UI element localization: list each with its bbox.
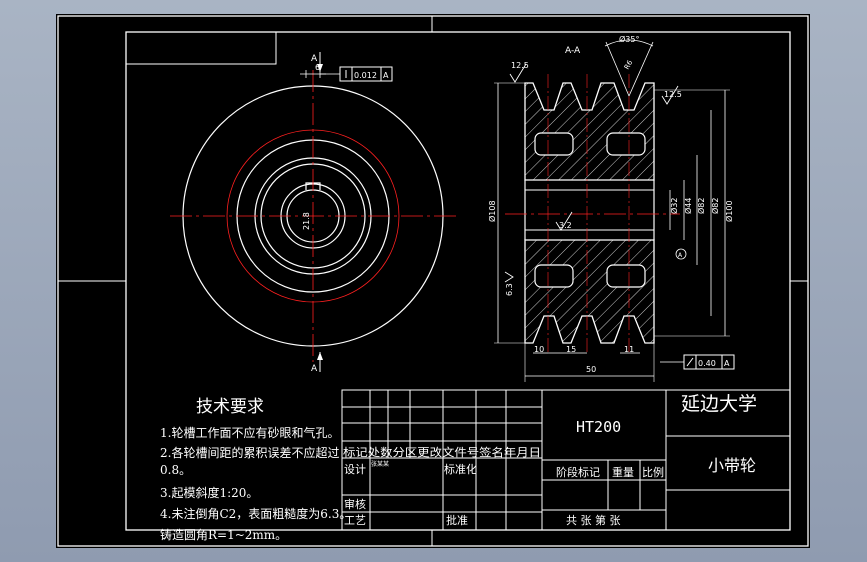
front-view: A A 6 21.8 0.012 A xyxy=(170,52,456,374)
scale-label: 比例 xyxy=(642,465,664,479)
section-arrow-top xyxy=(317,64,323,72)
groove-angle-label: Ø35° xyxy=(619,34,639,44)
section-mark-top: A xyxy=(311,54,318,64)
title-block xyxy=(341,389,791,531)
requirement-6: 铸造圆角R=1~2mm。 xyxy=(160,527,287,542)
roughness-label-4: 6.3 xyxy=(505,283,514,296)
d1-label: Ø32 xyxy=(669,198,679,214)
key-width-label: 6 xyxy=(315,63,320,72)
fillet-label: R6 xyxy=(623,58,635,71)
roughness-label-3: 3.2 xyxy=(559,221,572,230)
outer-diameter-label: Ø108 xyxy=(487,200,497,222)
design-label: 设计 xyxy=(344,463,366,476)
datum-circle xyxy=(675,248,687,260)
code-box xyxy=(125,31,277,65)
datum-letter: A xyxy=(678,252,683,259)
groove-gap-label: 11 xyxy=(624,345,634,354)
section-upper xyxy=(524,82,655,181)
d5-label: Ø100 xyxy=(724,200,734,222)
roughness-symbol-4 xyxy=(504,271,514,283)
roughness-label-1: 12.5 xyxy=(511,61,529,70)
roughness-symbol-1 xyxy=(509,63,527,83)
part-name: 小带轮 xyxy=(708,456,756,475)
d3-label: Ø82 xyxy=(696,198,706,214)
approve-label: 批准 xyxy=(446,513,468,527)
web-cutout-4 xyxy=(606,264,646,288)
hub-width-label: 50 xyxy=(586,365,596,374)
groove-pitch-label: 15 xyxy=(566,345,576,354)
standardize-label: 标准化 xyxy=(444,462,477,476)
requirements-title: 技术要求 xyxy=(196,397,264,417)
angle-leader-l xyxy=(605,41,630,97)
groove-edge-label: 10 xyxy=(534,345,544,354)
title-block-text: 延边大学 小带轮 HT200 标记处数分区更改文件号签名年月日 设计 张某某 标… xyxy=(343,393,757,527)
d2-label: Ø44 xyxy=(683,198,693,214)
review-label: 审核 xyxy=(344,497,366,511)
runout-symbol xyxy=(686,357,694,367)
section-view: A-A Ø35° R6 12.5 12.5 3.2 6.3 Ø108 Ø32 Ø… xyxy=(487,34,735,382)
web-cutout-3 xyxy=(534,264,574,288)
web-cutout-2 xyxy=(606,132,646,156)
stage-mark-label: 阶段标记 xyxy=(556,465,600,479)
design-signer: 张某某 xyxy=(371,460,389,468)
symmetry-value: 0.012 xyxy=(354,71,377,80)
section-mark-bottom: A xyxy=(311,364,318,374)
requirement-4: 3.起模斜度1:20。 xyxy=(160,485,258,500)
requirement-2: 2.各轮槽间距的累积误差不应超过 xyxy=(160,445,339,460)
section-arrow-bottom xyxy=(317,352,323,360)
sheet-background xyxy=(56,14,810,548)
revision-header: 标记处数分区更改文件号签名年月日 xyxy=(343,445,541,459)
requirement-1: 1.轮槽工作面不应有砂眼和气孔。 xyxy=(160,425,339,440)
sheet-info: 共 张 第 张 xyxy=(566,513,621,527)
requirement-5: 4.未注倒角C2，表面粗糙度为6.3。 xyxy=(160,506,351,521)
process-label: 工艺 xyxy=(344,514,366,527)
runout-value: 0.40 xyxy=(698,359,716,368)
web-cutout-1 xyxy=(534,132,574,156)
runout-datum: A xyxy=(724,359,730,368)
technical-requirements: 技术要求 1.轮槽工作面不应有砂眼和气孔。 2.各轮槽间距的累积误差不应超过 0… xyxy=(160,397,351,542)
key-depth-label: 21.8 xyxy=(302,212,311,230)
angle-leader-r xyxy=(628,41,654,97)
d4-label: Ø82 xyxy=(710,198,720,214)
symmetry-datum: A xyxy=(383,71,389,80)
university-name: 延边大学 xyxy=(681,393,757,415)
section-title: A-A xyxy=(565,46,581,56)
roughness-symbol-2 xyxy=(661,85,679,105)
title-block-frame xyxy=(341,389,791,531)
requirement-3: 0.8。 xyxy=(160,463,191,477)
roughness-label-2: 12.5 xyxy=(664,90,682,99)
roughness-symbol-3 xyxy=(555,211,573,231)
angle-arc xyxy=(604,39,654,47)
material-label: HT200 xyxy=(576,418,621,436)
weight-label: 重量 xyxy=(612,465,634,479)
